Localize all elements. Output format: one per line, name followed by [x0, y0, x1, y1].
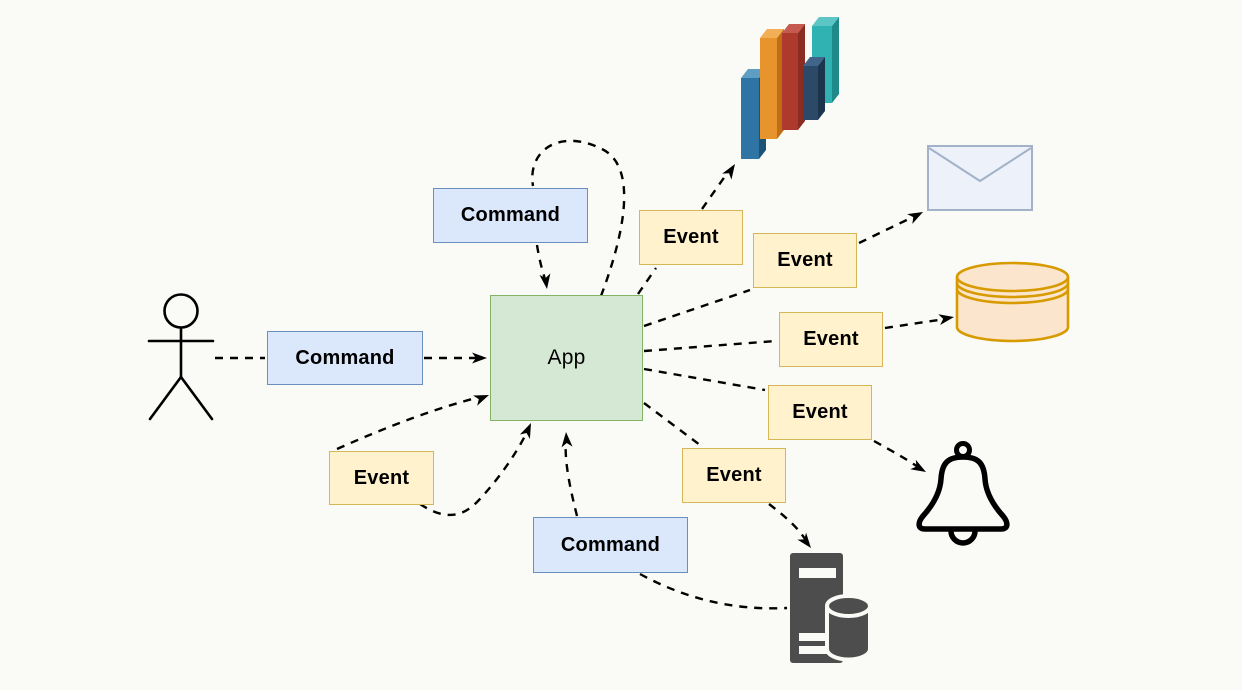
edge-event5-server: [768, 503, 807, 540]
bell-clapper: [948, 528, 978, 546]
command-node-bottom: Command: [533, 517, 688, 573]
command-node-left: Command: [267, 331, 423, 385]
arrowhead: [539, 273, 551, 289]
event-node-feedback: Event: [329, 451, 434, 505]
event-node-to-mail: Event: [753, 233, 857, 288]
arrowhead: [797, 532, 811, 548]
event-node-to-chart: Event: [639, 210, 743, 265]
bar-chart-icon: [741, 17, 839, 159]
stick-figure-actor-icon: [147, 293, 215, 421]
server-slot-3: [799, 646, 828, 654]
edge-app-event4: [643, 367, 766, 392]
event-node-to-server: Event: [682, 448, 786, 503]
actor-leg-right: [179, 375, 214, 421]
edge-app-event1: [637, 267, 657, 295]
edge-app-selfloop: [531, 139, 626, 297]
server-slot-1: [799, 568, 836, 578]
arrowhead: [519, 423, 531, 439]
arrowhead: [938, 314, 954, 326]
edge-commandbottom-app: [564, 439, 579, 517]
edge-event2-mail: [858, 214, 916, 245]
connectors: [215, 139, 946, 610]
edge-commandtop-app: [535, 244, 547, 280]
envelope-icon: [927, 145, 1033, 211]
chart-bar-navy: [803, 57, 825, 120]
chart-bar-red: [782, 24, 805, 130]
edge-event4-bell: [873, 439, 919, 468]
arrowhead: [561, 432, 573, 448]
actor-leg-left: [148, 375, 183, 421]
edge-event1-chart: [701, 171, 729, 210]
edge-commandbottom-server: [639, 572, 788, 610]
server-slot-2: [799, 633, 828, 641]
envelope-flap: [928, 147, 1032, 183]
event-node-to-database: Event: [779, 312, 883, 367]
arrowhead: [907, 212, 923, 224]
database-rim-3: [955, 288, 1070, 305]
notification-bell-icon: [916, 441, 1010, 546]
arrowhead: [722, 164, 735, 180]
edge-app-event3: [643, 339, 777, 353]
server-db-top: [825, 594, 872, 618]
database-rim-1: [955, 276, 1070, 293]
event-node-to-bell: Event: [768, 385, 872, 440]
arrowhead: [472, 352, 487, 364]
server-database-icon: [790, 553, 872, 663]
edge-event3-database: [884, 317, 946, 330]
server-db-body: [825, 606, 872, 662]
arrowhead: [473, 395, 489, 406]
edge-app-event5: [643, 402, 705, 449]
edge-eventfeedback-app-1: [336, 395, 481, 451]
bell-body: [916, 454, 1010, 532]
edge-app-event2: [643, 288, 751, 328]
database-rim-2: [955, 282, 1070, 299]
chart-bar-orange: [760, 29, 784, 139]
command-node-top: Command: [433, 188, 588, 243]
arrowhead: [910, 459, 926, 472]
arrowheads: [472, 164, 954, 548]
edge-eventfeedback-app-2: [419, 431, 529, 517]
database-cylinder-icon: [955, 261, 1070, 343]
actor-head: [163, 293, 199, 329]
app-node: App: [490, 295, 643, 421]
